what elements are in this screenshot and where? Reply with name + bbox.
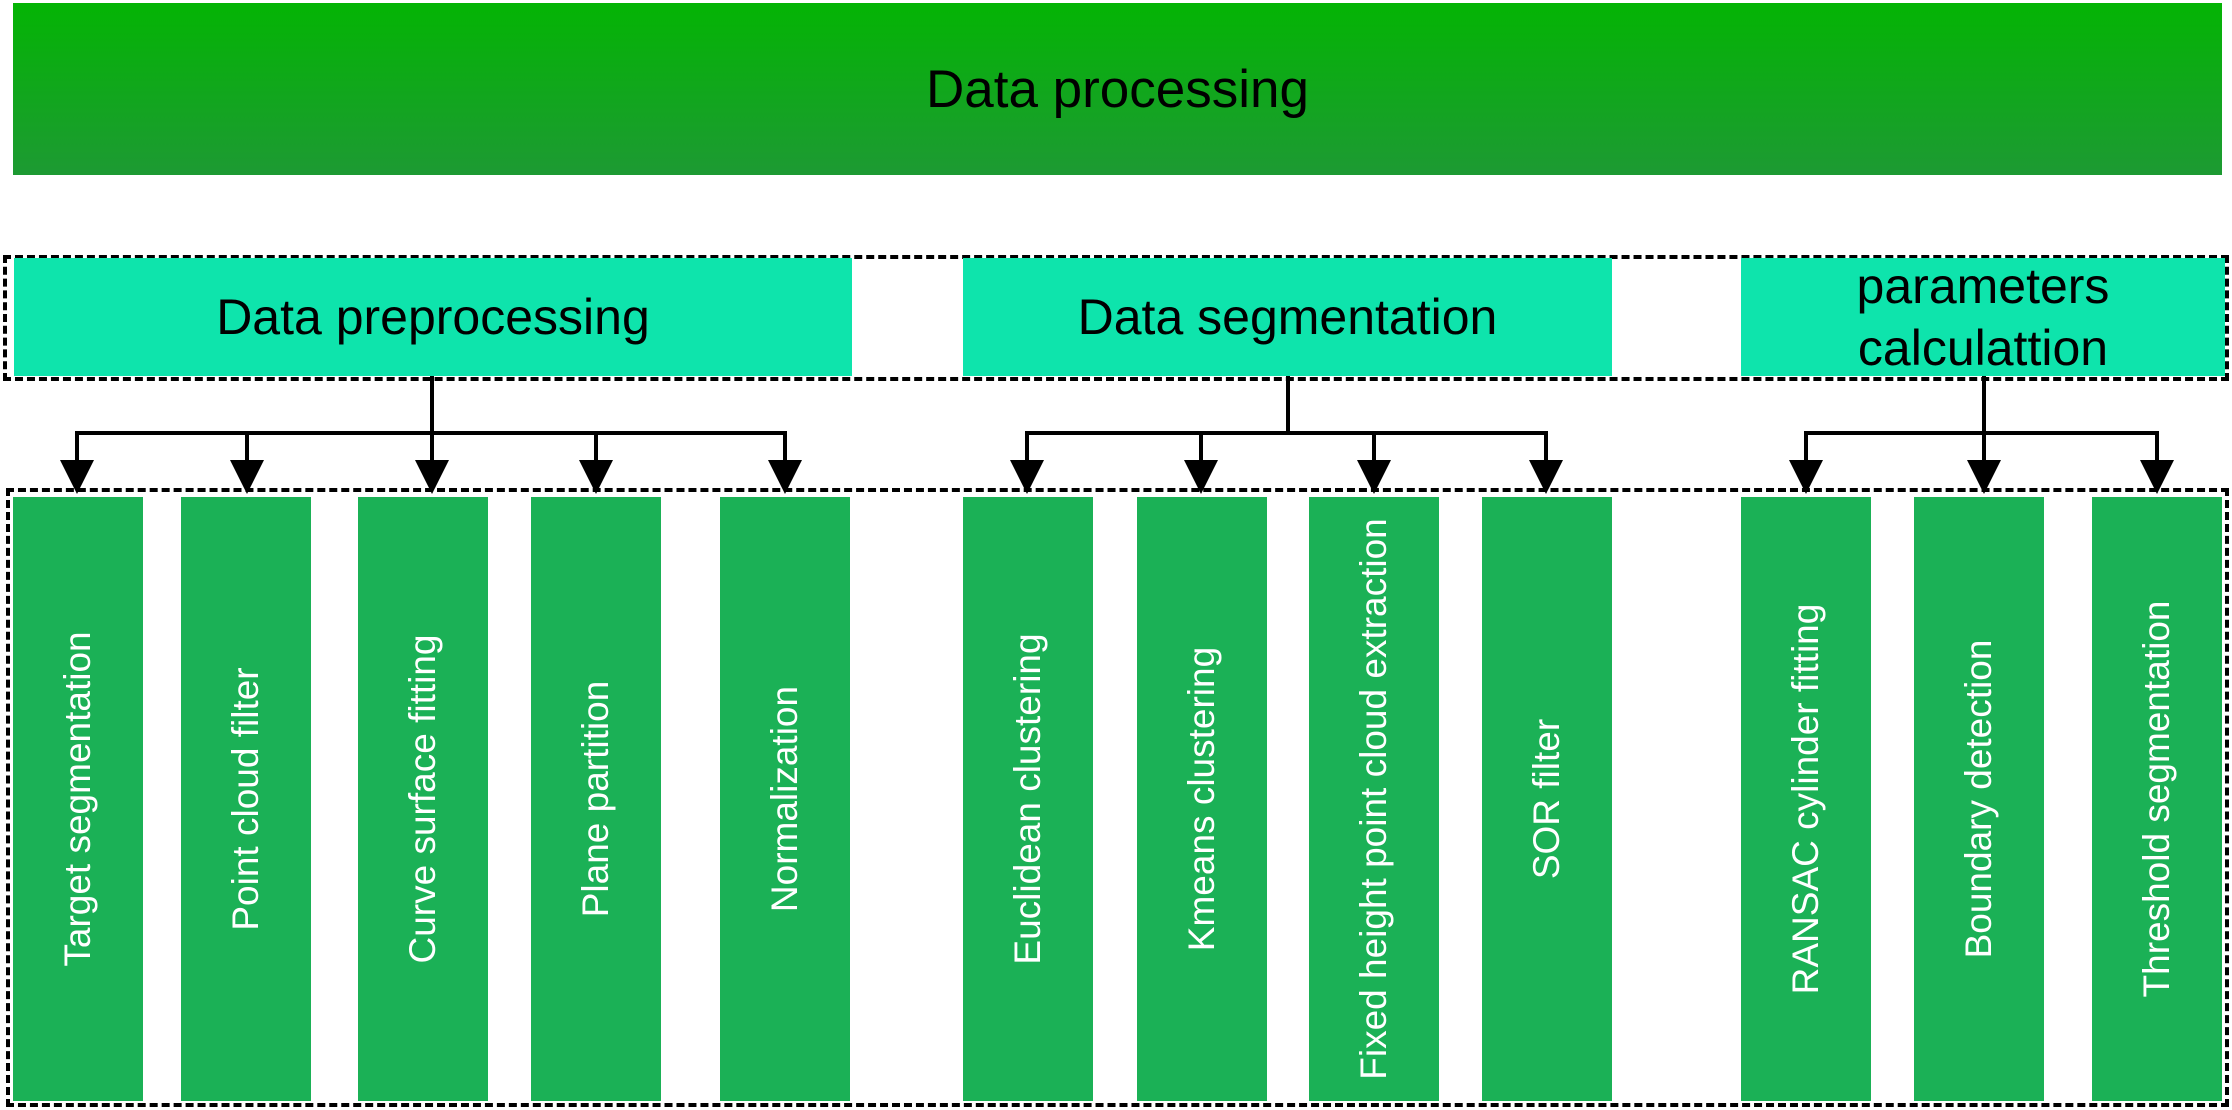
leaf-fixed-height-extraction: Fixed height point cloud extraction: [1309, 497, 1439, 1101]
category-label-line: parameters: [1856, 258, 2110, 314]
arrow-head: [415, 460, 449, 494]
leaf-euclidean-clustering: Euclidean clustering: [963, 497, 1093, 1101]
arrow-head: [2140, 460, 2174, 494]
diagram-title: Data processing: [926, 59, 1309, 119]
arrow-head: [1184, 460, 1218, 494]
category-dashed-frame: [3, 255, 2229, 381]
leaf-dashed-frame: [6, 488, 2229, 1107]
leaf-label: Threshold segmentation: [2136, 600, 2177, 998]
leaf-label: Point cloud filter: [225, 667, 266, 931]
leaf-point-cloud-filter: Point cloud filter: [181, 497, 311, 1101]
leaf-label: Curve surface fitting: [402, 634, 443, 964]
leaf-target-segmentation: Target segmentation: [13, 497, 143, 1101]
leaf-boundary-detection: Boundary detection: [1914, 497, 2044, 1101]
arrow-head: [60, 460, 94, 494]
category-label: Data segmentation: [1077, 289, 1498, 345]
arrow-head: [1967, 460, 2001, 494]
leaf-label: Normalization: [764, 685, 805, 913]
arrow-head: [1789, 460, 1823, 494]
leaf-label: Euclidean clustering: [1007, 633, 1048, 965]
category-data-preprocessing: Data preprocessing: [14, 258, 852, 376]
leaf-threshold-segmentation: Threshold segmentation: [2092, 497, 2222, 1101]
leaf-label: RANSAC cylinder fitting: [1785, 603, 1826, 995]
leaf-kmeans-clustering: Kmeans clustering: [1137, 497, 1267, 1101]
leaf-ransac-cylinder-fitting: RANSAC cylinder fitting: [1741, 497, 1871, 1101]
arrow-head: [768, 460, 802, 494]
leaf-sor-filter: SOR filter: [1482, 497, 1612, 1101]
leaf-label: Kmeans clustering: [1181, 646, 1222, 952]
arrow-head: [1010, 460, 1044, 494]
leaf-curve-surface-fitting: Curve surface fitting: [358, 497, 488, 1101]
top-title-bar: Data processing: [13, 3, 2222, 175]
arrow-head: [1357, 460, 1391, 494]
category-data-segmentation: Data segmentation: [963, 258, 1612, 376]
category-label-line: calculattion: [1857, 320, 2109, 376]
arrow-head: [1529, 460, 1563, 494]
leaf-label: SOR filter: [1526, 718, 1567, 880]
leaf-label: Fixed height point cloud extraction: [1353, 518, 1394, 1080]
leaf-normalization: Normalization: [720, 497, 850, 1101]
leaf-label: Plane partition: [575, 680, 616, 918]
leaf-label: Boundary detection: [1958, 639, 1999, 959]
leaf-plane-partition: Plane partition: [531, 497, 661, 1101]
arrow-head: [579, 460, 613, 494]
category-parameters-calculation: parameters calculattion: [1741, 258, 2225, 376]
category-label: Data preprocessing: [216, 289, 650, 345]
leaf-label: Target segmentation: [57, 631, 98, 967]
arrow-head: [230, 460, 264, 494]
